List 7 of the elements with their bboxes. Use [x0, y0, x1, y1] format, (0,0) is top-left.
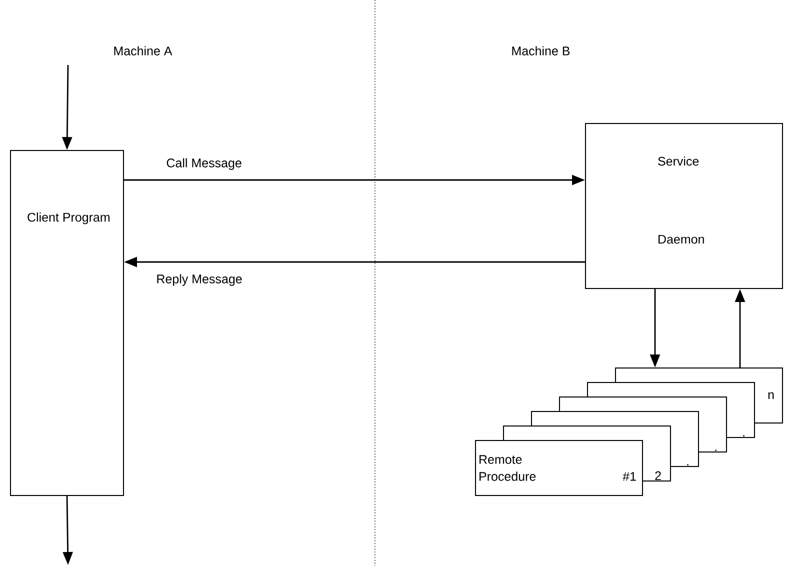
daemon-box: Service Daemon: [585, 123, 783, 289]
procedure-card: Remote Procedure #1: [475, 440, 643, 496]
machine-heading: Machine B: [512, 46, 570, 56]
edge-label: Call Message: [165, 157, 243, 171]
edge-label: Reply Message: [155, 273, 244, 287]
machine-heading: Machine A: [114, 46, 172, 56]
program-box: Client Program: [10, 150, 124, 496]
